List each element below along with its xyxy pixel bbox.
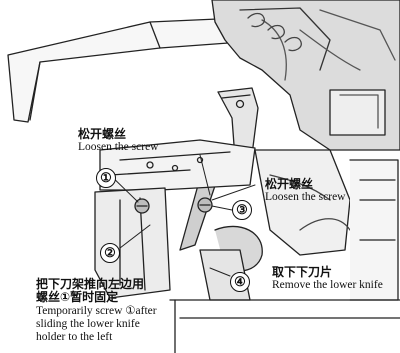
label-loosen-screw-upper: 松开螺丝 Loosen the screw — [78, 127, 159, 154]
callout-2: ② — [100, 243, 120, 263]
label-temporarily-fix-en-2: sliding the lower knife — [36, 317, 140, 330]
callout-3: ③ — [232, 200, 252, 220]
callout-4: ④ — [230, 272, 250, 292]
label-temporarily-fix-zh-1: 把下刀架推向左边用 — [36, 277, 145, 291]
label-loosen-screw-upper-zh: 松开螺丝 — [78, 127, 127, 141]
label-loosen-screw-right: 松开螺丝 Loosen the screw — [265, 177, 346, 204]
left-cover-panel — [7, 17, 243, 123]
label-loosen-screw-right-zh: 松开螺丝 — [265, 177, 314, 191]
label-remove-knife-zh: 取下下刀片 — [272, 265, 333, 279]
label-temporarily-fix: 把下刀架推向左边用 螺丝①暂时固定 Temporarily screw ①aft… — [36, 277, 157, 344]
lower-knife-holder — [94, 187, 171, 299]
label-remove-knife: 取下下刀片 Remove the lower knife — [272, 265, 383, 292]
label-loosen-screw-upper-en: Loosen the screw — [78, 141, 159, 154]
label-remove-knife-en: Remove the lower knife — [272, 279, 383, 292]
label-temporarily-fix-zh-2: 螺丝①暂时固定 — [36, 290, 119, 305]
label-temporarily-fix-en-3: holder to the left — [36, 330, 113, 343]
label-loosen-screw-right-en: Loosen the screw — [265, 191, 346, 204]
callout-1: ① — [96, 168, 116, 188]
label-temporarily-fix-en-1: Temporarily screw ①after — [36, 304, 157, 317]
